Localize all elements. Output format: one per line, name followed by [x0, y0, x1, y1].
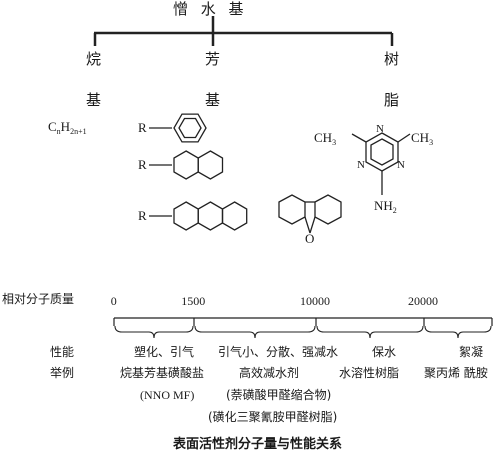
dibenzofuran-icon — [278, 194, 342, 234]
triazine-n-top: N — [376, 123, 384, 135]
branch-aryl-top: 芳 — [205, 50, 221, 68]
range-brace — [194, 325, 316, 339]
branch-resin-bottom: 脂 — [384, 91, 400, 109]
range-brace — [424, 325, 492, 339]
alkyl-formula: CnH2n+1 — [48, 119, 87, 136]
triazine-left-methyl: CH3 — [314, 130, 337, 147]
tree-lines — [93, 16, 394, 46]
example-sub-melamine: (磺化三聚氰胺甲醛树脂) — [208, 410, 338, 424]
triazine-n-left: N — [357, 159, 365, 171]
branch-resin-top: 树 — [384, 50, 400, 68]
tick-label: 1500 — [181, 294, 206, 308]
property-plasticizing: 塑化、引气 — [134, 345, 195, 359]
anthracene-ring-2-icon — [197, 201, 224, 231]
triazine-amine: NH2 — [374, 198, 397, 215]
hydrophobe-root-label: 憎 水 基 — [173, 0, 248, 18]
example-sulfonate: 烷基芳基磺酸盐 — [120, 366, 205, 380]
example-sub-nno: (NNO MF) — [140, 388, 195, 402]
naphthalene-ring-1-icon — [173, 150, 199, 180]
triazine-right-methyl: CH3 — [411, 130, 434, 147]
triazine-n-right: N — [397, 159, 405, 171]
property-dispersing: 引气小、分散、强减水 — [218, 345, 339, 359]
r-label-naphthalene: R — [138, 157, 147, 172]
anthracene-ring-1-icon — [173, 201, 199, 231]
scale-axis — [113, 317, 493, 326]
branch-alkyl-top: 烷 — [86, 50, 102, 68]
example-polyacrylamide: 聚丙烯 酰胺 — [424, 366, 488, 380]
molecular-weight-label: 相对分子质量 — [2, 292, 75, 306]
furan-oxygen-label: O — [305, 231, 315, 246]
figure-caption: 表面活性剂分子量与性能关系 — [173, 437, 343, 452]
example-sub-naphthalene: (萘磺酸甲醛缩合物) — [226, 388, 332, 402]
r-label-anthracene: R — [138, 208, 147, 223]
benzene-inner-ring-icon — [178, 117, 202, 139]
branch-aryl-bottom: 基 — [205, 91, 221, 109]
range-brace — [114, 325, 194, 339]
tick-label: 10000 — [300, 294, 330, 308]
property-row-label: 性能 — [50, 345, 75, 359]
example-row-label: 举例 — [50, 366, 75, 380]
tick-label: 20000 — [408, 294, 438, 308]
property-flocculation: 絮凝 — [459, 345, 484, 359]
property-water-retention: 保水 — [372, 345, 397, 359]
benzene-ring-icon — [173, 113, 207, 143]
example-water-soluble-resin: 水溶性树脂 — [339, 366, 400, 380]
anthracene-ring-3-icon — [221, 201, 248, 231]
tick-label: 0 — [110, 294, 117, 308]
range-brace — [316, 325, 424, 339]
aromatic-rings — [173, 113, 248, 231]
r-bonds — [149, 127, 172, 217]
naphthalene-ring-2-icon — [197, 150, 224, 180]
r-label-benzene: R — [138, 120, 147, 135]
branch-alkyl-bottom: 基 — [86, 91, 102, 109]
triazine-ring-icon — [351, 132, 411, 195]
example-superplasticizer: 高效减水剂 — [239, 366, 300, 380]
range-braces — [114, 325, 492, 339]
